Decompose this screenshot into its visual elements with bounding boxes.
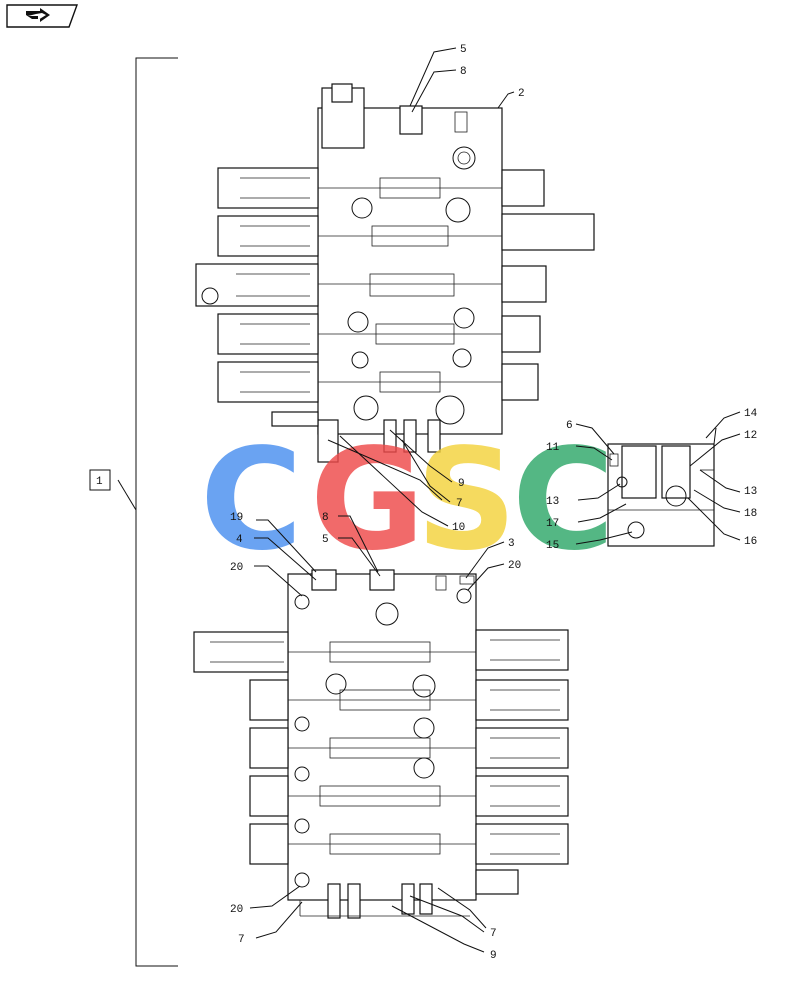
lower-valve-block [193,569,569,919]
nav-button[interactable] [6,4,78,28]
watermark: C G S C [200,419,615,582]
callout-label: 7 [456,498,463,510]
callout-label: 3 [508,538,515,550]
watermark-letter: C [512,419,615,582]
callout-label: 11 [546,442,560,454]
callout-label: 10 [452,522,465,534]
callout-label: 16 [744,536,757,548]
callout-label: 5 [460,44,467,56]
callout-label: 17 [546,518,559,530]
callout-label: 4 [236,534,243,546]
leader-lines [249,47,741,953]
callout-label: 7 [238,934,245,946]
watermark-letter: C [200,419,303,582]
callout-box [89,469,111,491]
callout-label: 20 [230,562,243,574]
callout-label: 15 [546,540,559,552]
callout-label: 8 [322,512,329,524]
callout-label: 20 [230,904,243,916]
callout-label: 5 [322,534,329,546]
callout-label: 9 [490,950,497,962]
callout-label: 9 [458,478,465,490]
callout-labels: 1 5 8 2 9 7 10 19 4 20 8 5 3 20 20 7 7 9… [89,44,758,962]
assembly-bracket [117,57,178,967]
watermark-letter: G [310,419,425,582]
callout-label: 13 [744,486,757,498]
watermark-letter: S [416,419,517,582]
callout-label: 12 [744,430,757,442]
callout-label: 2 [518,88,525,100]
upper-valve-block [195,83,595,463]
callout-label: 8 [460,66,467,78]
callout-label: 14 [744,408,758,420]
callout-label: 20 [508,560,521,572]
callout-label: 7 [490,928,497,940]
callout-label: 18 [744,508,757,520]
callout-label: 13 [546,496,559,508]
callout-label: 1 [96,476,103,488]
callout-label: 6 [566,420,573,432]
callout-label: 19 [230,512,243,524]
return-arrow-icon [26,8,50,22]
